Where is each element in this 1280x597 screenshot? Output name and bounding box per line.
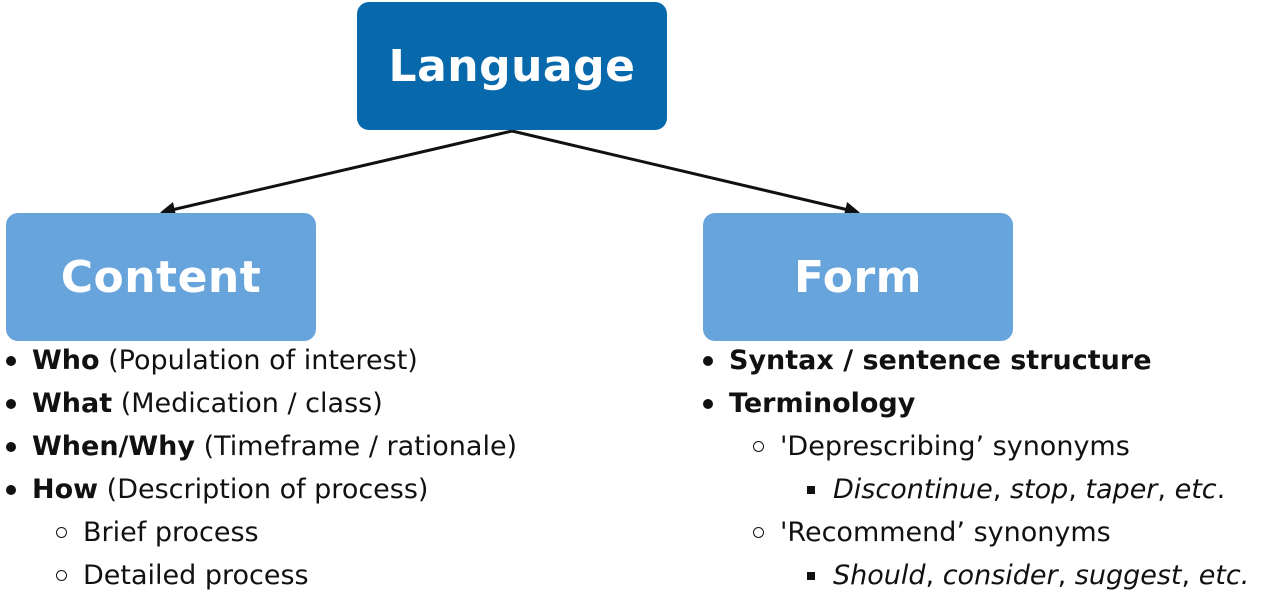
form-node-label: Form	[793, 251, 923, 303]
list-item: What (Medication / class)	[6, 382, 517, 425]
content-node-label: Content	[60, 251, 262, 303]
arrow-to-form	[511, 129, 860, 217]
list-item: Detailed process	[6, 554, 517, 597]
list-item: Terminology	[703, 382, 1249, 425]
content-node: Content	[6, 213, 316, 341]
list-item: Brief process	[6, 511, 517, 554]
bullet-circle-icon	[56, 570, 67, 581]
list-item: Should, consider, suggest, etc.	[703, 554, 1249, 597]
bullet-dot-icon	[703, 398, 713, 409]
bullet-dot-icon	[6, 355, 16, 366]
form-list: Syntax / sentence structure Terminology …	[703, 339, 1249, 597]
list-item: Discontinue, stop, taper, etc.	[703, 468, 1249, 511]
list-item: Who (Population of interest)	[6, 339, 517, 382]
list-item: 'Recommend’ synonyms	[703, 511, 1249, 554]
language-node: Language	[357, 2, 667, 130]
list-item: When/Why (Timeframe / rationale)	[6, 425, 517, 468]
content-list: Who (Population of interest) What (Medic…	[6, 339, 517, 597]
bullet-square-icon	[807, 571, 815, 580]
bullet-dot-icon	[703, 355, 713, 366]
list-item: Syntax / sentence structure	[703, 339, 1249, 382]
language-node-label: Language	[388, 40, 636, 92]
bullet-circle-icon	[56, 527, 67, 538]
form-node: Form	[703, 213, 1013, 341]
bullet-dot-icon	[6, 441, 16, 452]
list-item: 'Deprescribing’ synonyms	[703, 425, 1249, 468]
bullet-circle-icon	[753, 441, 764, 452]
bullet-square-icon	[807, 485, 815, 494]
bullet-dot-icon	[6, 398, 16, 409]
bullet-circle-icon	[753, 527, 764, 538]
bullet-dot-icon	[6, 484, 16, 495]
list-item: How (Description of process)	[6, 468, 517, 511]
arrow-to-content	[160, 129, 513, 217]
